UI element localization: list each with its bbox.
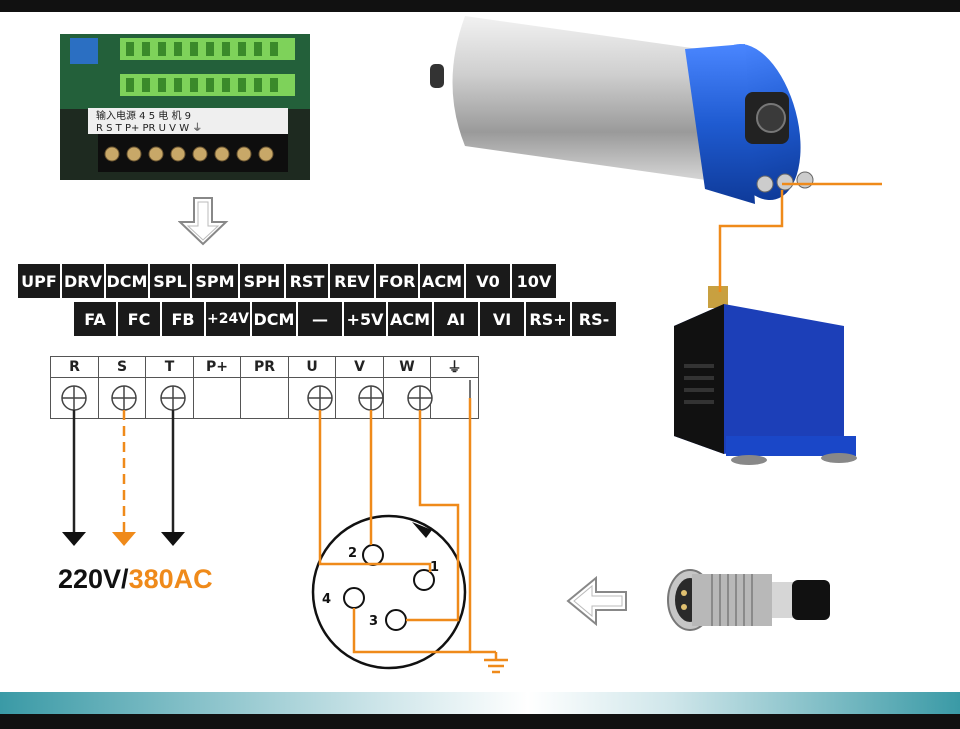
terminal-rev: REV [330, 264, 374, 298]
control-terminal-row-1: UPF DRV DCM SPL SPM SPH RST REV FOR ACM … [18, 264, 558, 298]
terminal-10v: 10V [512, 264, 556, 298]
terminal-r-label: R [51, 357, 98, 378]
terminal-v0: V0 [466, 264, 510, 298]
terminal-gnd-bar: — [298, 302, 342, 336]
terminal-v: V [335, 356, 384, 419]
terminal-u: U [287, 356, 337, 419]
terminal-u-label: U [288, 357, 336, 378]
terminal-p-plus: P+ [192, 356, 242, 419]
terminal-pr: PR [240, 356, 289, 419]
motor-connector [311, 514, 467, 670]
control-terminal-row-2: FA FC FB +24V DCM — +5V ACM AI VI RS+ RS… [74, 302, 618, 336]
bottom-border [0, 714, 960, 729]
terminal-spm: SPM [192, 264, 238, 298]
water-pump-image [674, 286, 857, 465]
voltage-part-2: 380AC [128, 564, 213, 594]
terminal-ai: AI [434, 302, 478, 336]
terminal-s-label: S [98, 357, 146, 378]
ground-symbol-icon [470, 650, 508, 674]
terminal-t-label: T [146, 357, 193, 378]
spindle-motor-image [430, 16, 814, 204]
terminal-sph: SPH [240, 264, 284, 298]
terminal-r: R [50, 356, 99, 419]
terminal-vi: VI [480, 302, 524, 336]
voltage-part-1: 220V/ [58, 564, 129, 594]
terminal-dcm-2: DCM [252, 302, 296, 336]
down-arrow-icon [178, 197, 229, 246]
terminal-rs-plus: RS+ [526, 302, 570, 336]
left-arrow-icon [566, 576, 627, 626]
pcb-label-line1: 输入电源 4 5 电 机 9 [96, 109, 191, 122]
terminal-ground: ⏚ [430, 356, 479, 419]
terminal-acm-2: ACM [388, 302, 432, 336]
top-border [0, 0, 960, 12]
terminal-5v: +5V [344, 302, 386, 336]
pcb-label-line2: R S T P+ PR U V W ⏚ [96, 122, 202, 134]
arrow-r-icon [62, 532, 86, 546]
input-voltage-label: 220V/380AC [58, 564, 213, 595]
terminal-upf: UPF [18, 264, 60, 298]
terminal-fb: FB [162, 302, 204, 336]
pin-2-label: 2 [348, 546, 358, 561]
terminal-ground-label: ⏚ [431, 357, 478, 378]
terminal-for: FOR [376, 264, 418, 298]
vfd-pcb-photo: 输入电源 4 5 电 机 9 R S T P+ PR U V W ⏚ [60, 34, 310, 180]
terminal-drv: DRV [62, 264, 104, 298]
terminal-rs-minus: RS- [572, 302, 616, 336]
pin-4-label: 4 [322, 592, 332, 607]
arrow-t-icon [161, 532, 185, 546]
terminal-acm: ACM [420, 264, 464, 298]
terminal-rst: RST [286, 264, 328, 298]
terminal-fa: FA [74, 302, 116, 336]
pin-3-label: 3 [369, 614, 379, 629]
terminal-s: S [97, 356, 147, 419]
terminal-pr-label: PR [241, 357, 288, 378]
connector-key-icon [412, 522, 432, 538]
arrow-s-icon [112, 532, 136, 546]
bottom-gradient-band [0, 692, 960, 714]
terminal-spl: SPL [150, 264, 190, 298]
terminal-dcm: DCM [106, 264, 148, 298]
terminal-p-plus-label: P+ [193, 357, 241, 378]
terminal-v-label: V [336, 357, 383, 378]
power-terminal-block: R S T P+ PR U V W ⏚ [50, 356, 479, 419]
aviation-plug-image [667, 569, 830, 631]
terminal-fc: FC [118, 302, 160, 336]
terminal-w-label: W [383, 357, 431, 378]
pin-1-label: 1 [430, 560, 440, 575]
terminal-24v: +24V [206, 302, 250, 336]
terminal-t: T [145, 356, 194, 419]
terminal-w: W [382, 356, 432, 419]
